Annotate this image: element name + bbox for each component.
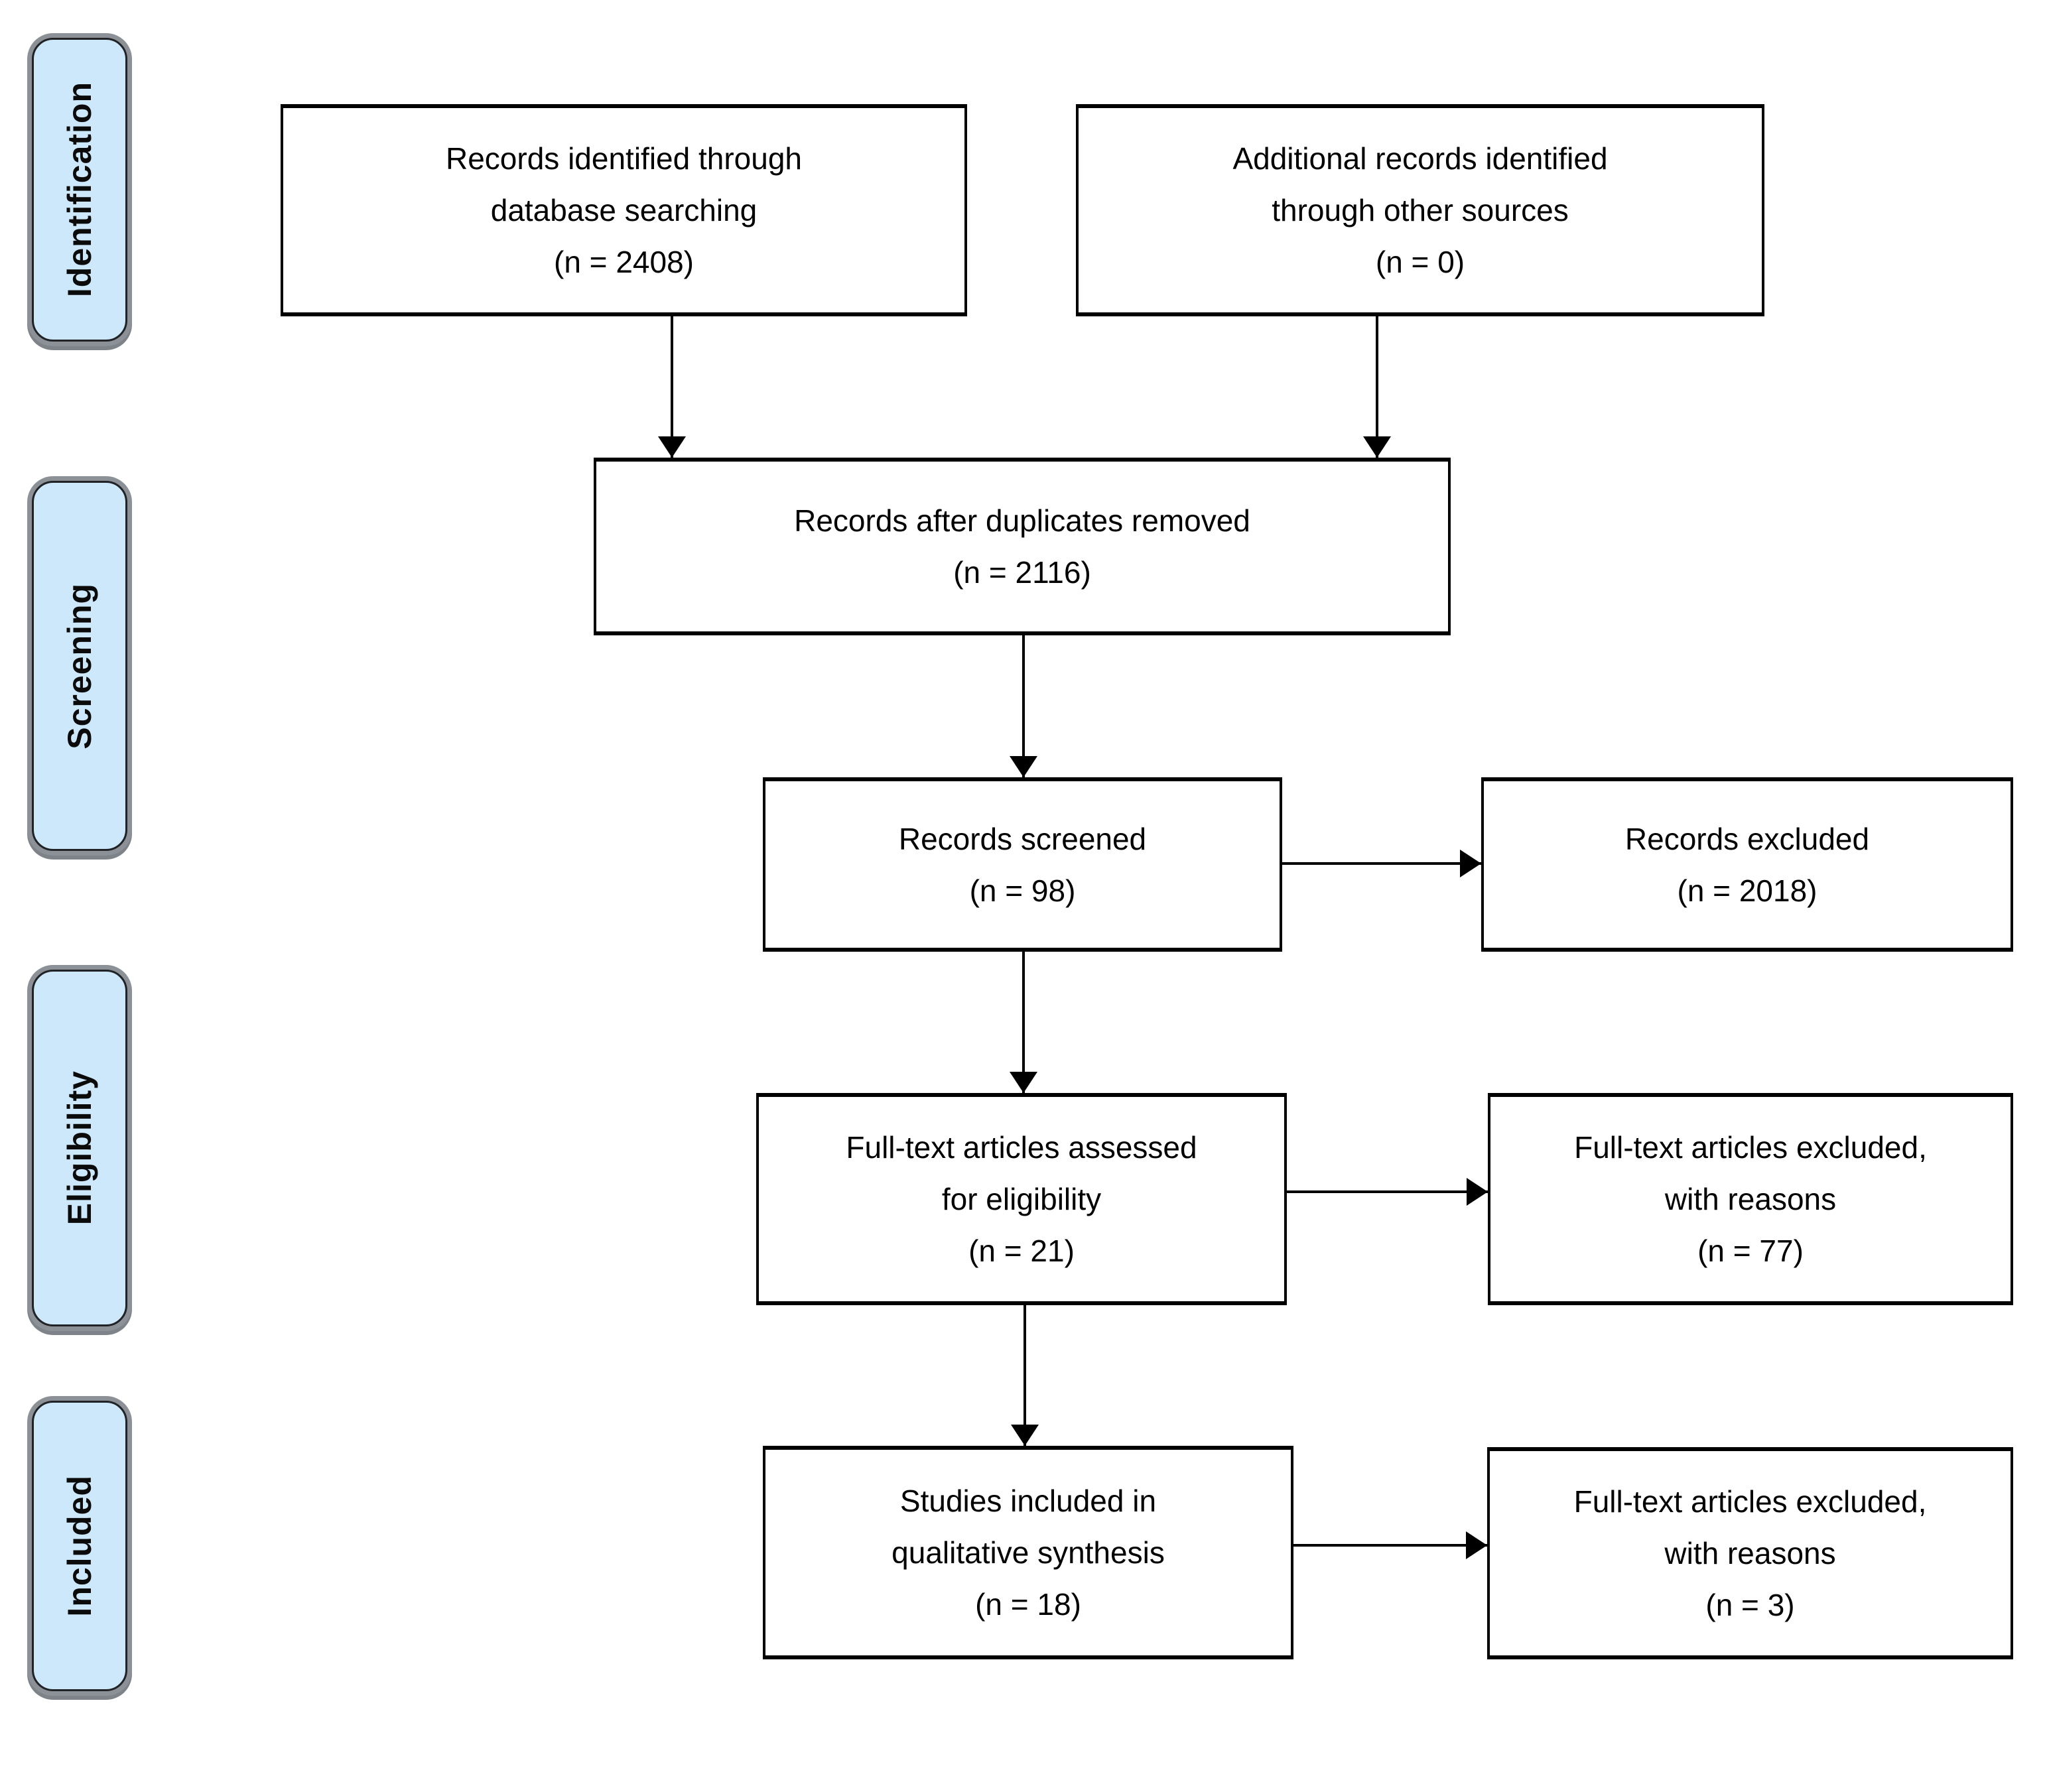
box-records-excluded-text: Records excluded (n = 2018) <box>1624 821 1870 908</box>
arrow-additional-records-to-after-duplicates <box>1376 316 1378 458</box>
box-records-after-duplicates-text: Records after duplicates removed (n = 21… <box>794 503 1250 590</box>
arrow-fulltext-assessed-to-fulltext-excluded <box>1287 1190 1488 1193</box>
box-fulltext-assessed: Full-text articles assessed for eligibil… <box>756 1093 1287 1305</box>
stage-pill-included: Included <box>32 1401 127 1691</box>
stage-label-included: Included <box>61 1475 98 1617</box>
box-records-excluded: Records excluded (n = 2018) <box>1481 777 2013 952</box>
box-fulltext-excluded-reasons-2-text: Full-text articles excluded, with reason… <box>1573 1484 1927 1622</box>
arrow-records-identified-to-after-duplicates <box>671 316 673 458</box>
box-records-identified-text: Records identified through database sear… <box>446 141 802 279</box>
box-records-after-duplicates: Records after duplicates removed (n = 21… <box>594 458 1451 635</box>
arrow-studies-included-to-fulltext-excluded-2 <box>1293 1544 1487 1547</box>
box-additional-records-text: Additional records identified through ot… <box>1232 141 1608 279</box>
arrow-after-duplicates-to-records-screened <box>1022 635 1025 777</box>
box-records-screened: Records screened (n = 98) <box>763 777 1282 952</box>
stage-label-identification: Identification <box>61 82 98 298</box>
stage-pill-identification: Identification <box>32 38 127 342</box>
stage-label-screening: Screening <box>61 582 98 749</box>
box-records-screened-text: Records screened (n = 98) <box>898 821 1147 908</box>
arrow-fulltext-assessed-to-studies-included <box>1024 1305 1026 1446</box>
box-fulltext-excluded-reasons: Full-text articles excluded, with reason… <box>1488 1093 2013 1305</box>
stage-pill-eligibility: Eligibility <box>32 970 127 1326</box>
arrow-records-screened-to-records-excluded <box>1282 862 1481 865</box>
box-additional-records: Additional records identified through ot… <box>1076 104 1764 316</box>
stage-label-eligibility: Eligibility <box>61 1070 98 1226</box>
box-fulltext-assessed-text: Full-text articles assessed for eligibil… <box>846 1130 1197 1268</box>
box-fulltext-excluded-reasons-2: Full-text articles excluded, with reason… <box>1487 1447 2013 1659</box>
arrow-records-screened-to-fulltext-assessed <box>1022 952 1025 1093</box>
stage-pill-screening: Screening <box>32 481 127 851</box>
box-studies-included-qualitative: Studies included in qualitative synthesi… <box>763 1446 1293 1659</box>
box-studies-included-qualitative-text: Studies included in qualitative synthesi… <box>891 1484 1165 1622</box>
box-records-identified: Records identified through database sear… <box>281 104 967 316</box>
box-fulltext-excluded-reasons-text: Full-text articles excluded, with reason… <box>1574 1130 1927 1268</box>
